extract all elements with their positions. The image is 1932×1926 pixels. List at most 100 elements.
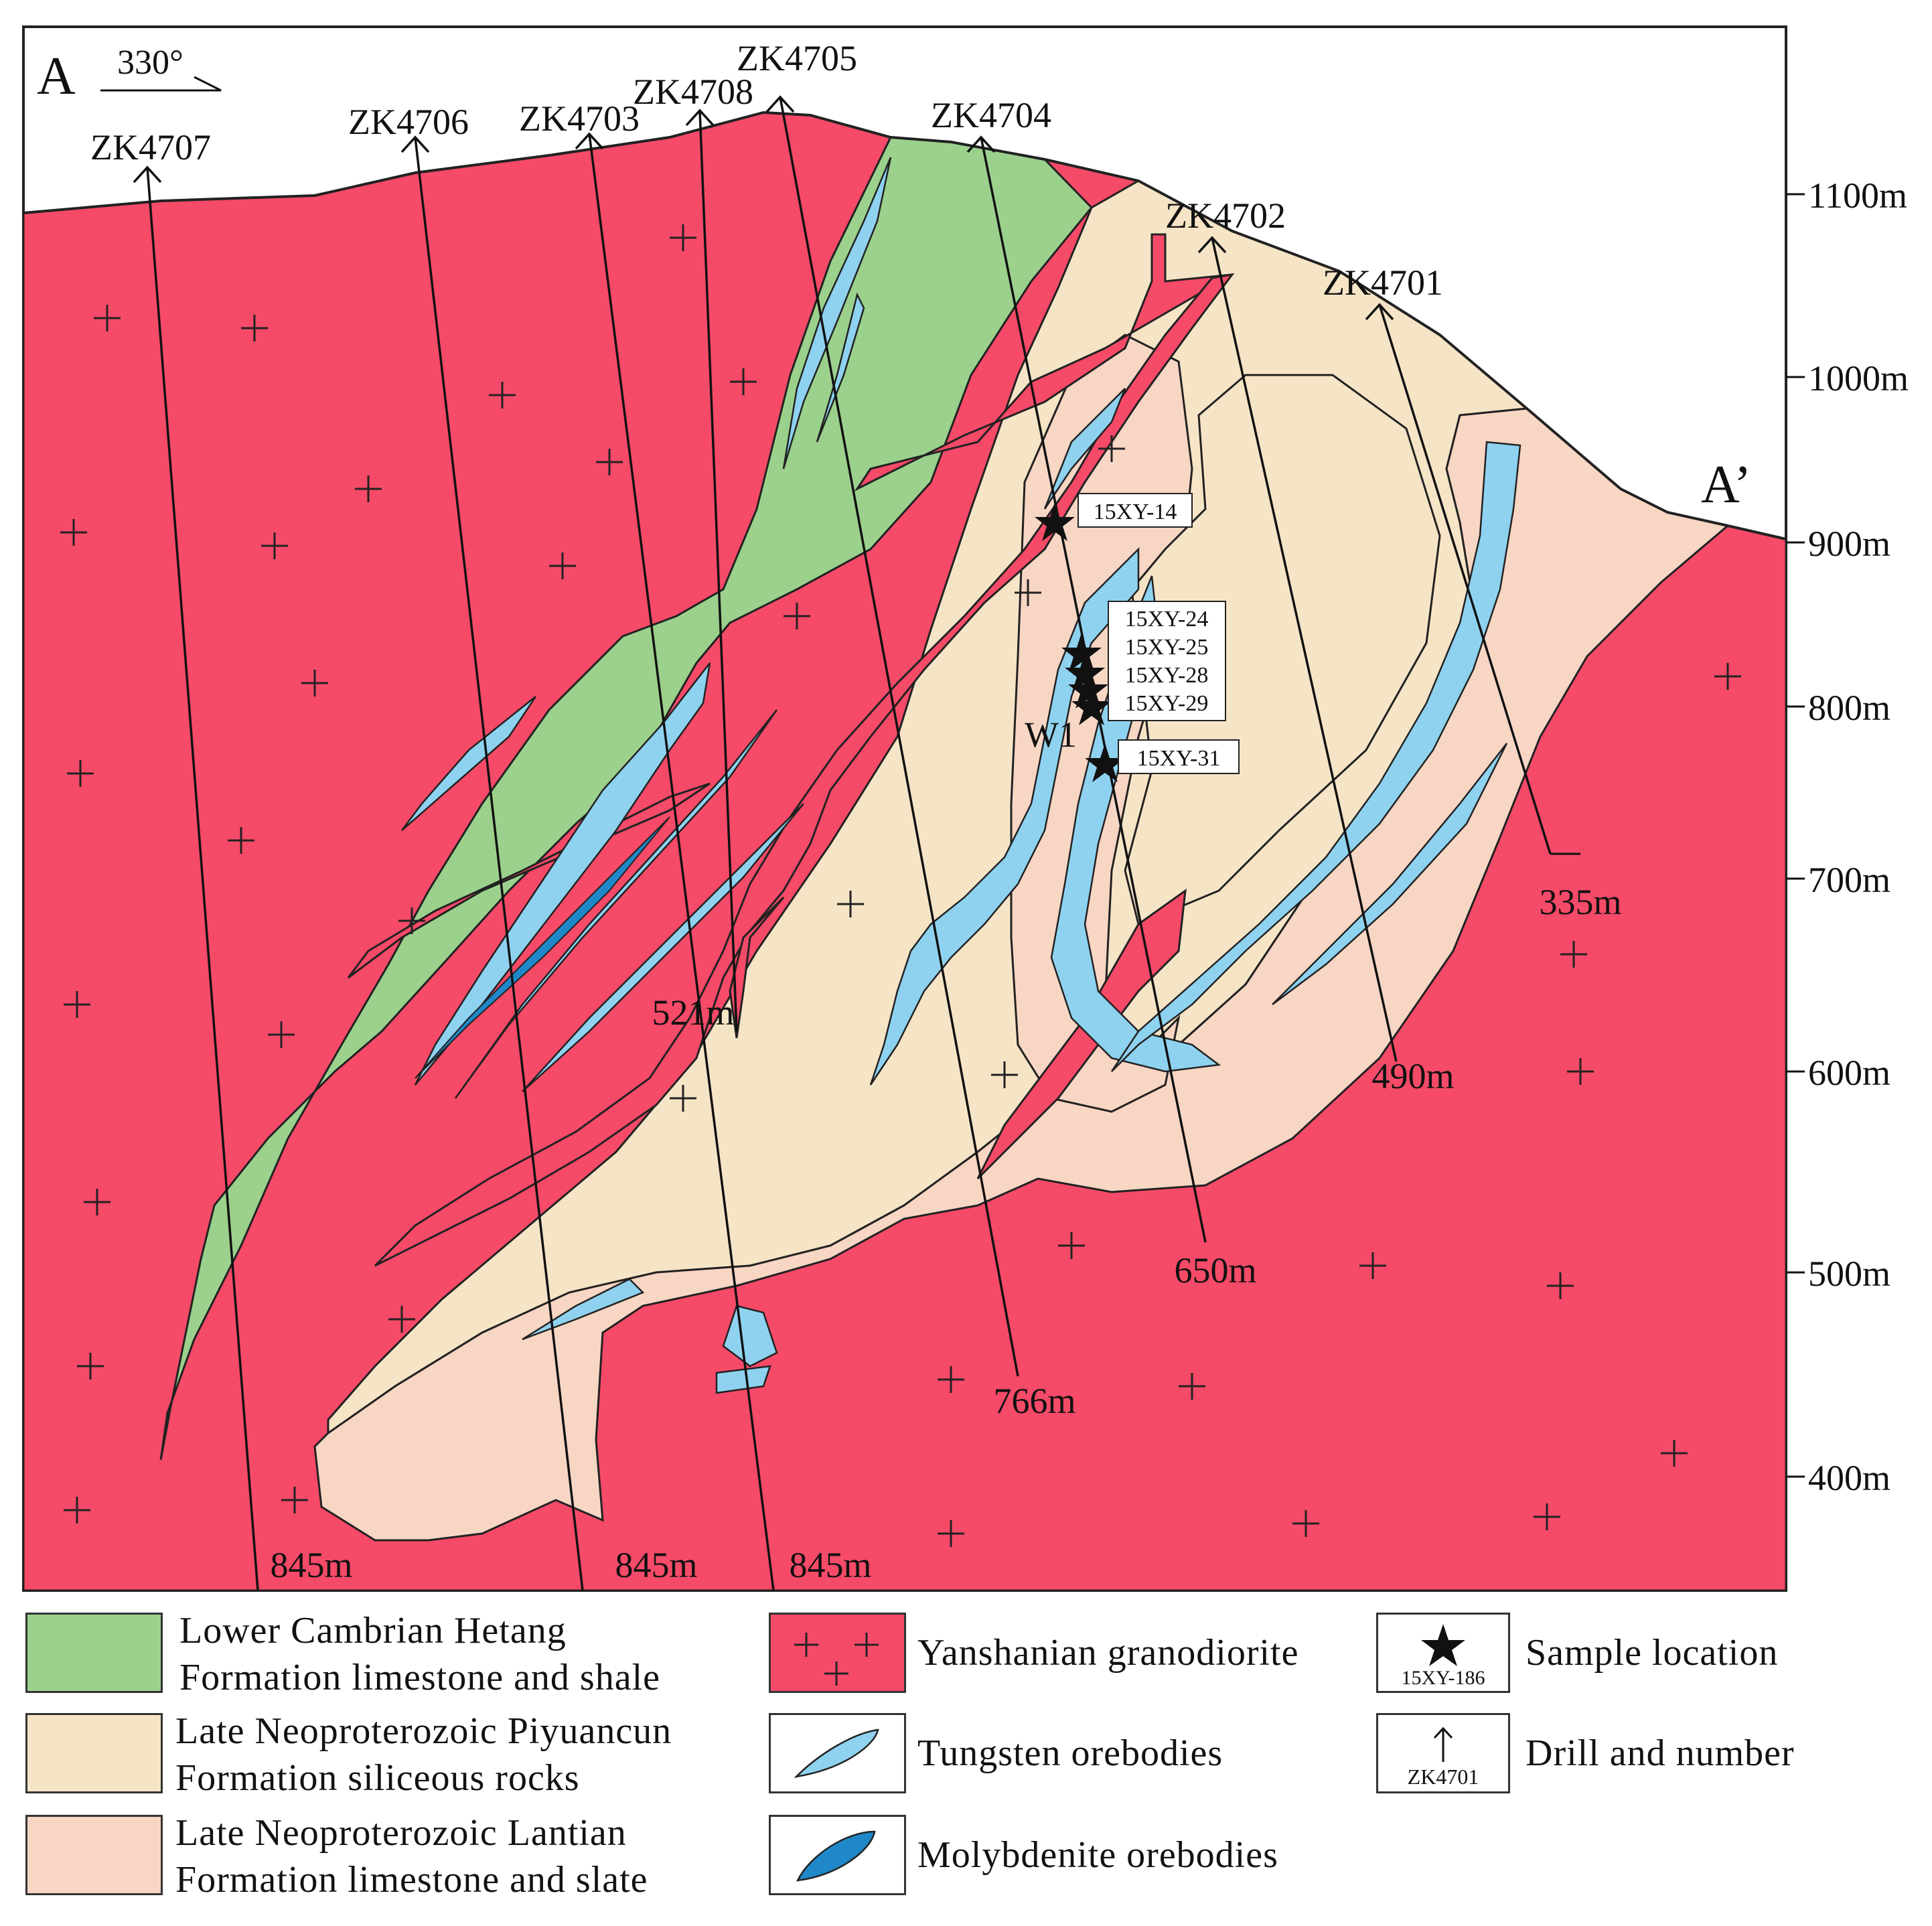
legend-label-molybdenite: Molybdenite orebodies <box>917 1834 1278 1876</box>
legend-swatch-granodiorite <box>769 1613 906 1693</box>
sample-star <box>1068 670 1108 709</box>
tungsten-orebody <box>414 662 711 1086</box>
elevation-label: 1000m <box>1808 358 1909 398</box>
sample-label-box <box>1118 739 1240 774</box>
cross-symbol <box>938 1520 964 1547</box>
drill-label-zk4707: ZK4707 <box>90 127 211 167</box>
cross-symbol <box>1567 1058 1594 1085</box>
elevation-label: 1100m <box>1808 175 1907 216</box>
cross-symbol <box>268 1021 295 1048</box>
cross-symbol <box>1058 1232 1085 1259</box>
granodiorite-dyke <box>374 273 1235 1267</box>
cross-symbol <box>730 368 757 395</box>
drill-hole-zk4703 <box>575 132 775 1591</box>
sample-label-15xy-25: 15XY-25 <box>1125 635 1209 660</box>
cross-symbol <box>1179 1373 1205 1400</box>
sample-label-15xy-31: 15XY-31 <box>1137 746 1221 771</box>
legend-label-lantian-2: Formation limestone and slate <box>175 1859 648 1901</box>
cross-symbol <box>938 1366 964 1393</box>
legend-label-hetang-2: Formation limestone and shale <box>179 1657 660 1698</box>
legend-drill-example: ZK4701 <box>1407 1765 1479 1789</box>
hetang-unit <box>159 136 1094 1461</box>
legend-swatch-molybdenite <box>769 1815 906 1895</box>
molybdenite-orebody <box>415 816 670 1079</box>
cross-symbol <box>64 1497 90 1524</box>
tungsten-orebody <box>454 709 778 1099</box>
drill-hole-zk4706 <box>400 135 584 1591</box>
cross-symbol <box>1534 1503 1560 1530</box>
sample-label-15xy-29: 15XY-29 <box>1125 691 1209 716</box>
legend-sample-example: 15XY-186 <box>1401 1667 1485 1689</box>
legend-label-piyuancun-2: Formation siliceous rocks <box>175 1757 580 1799</box>
drill-label-zk4708: ZK4708 <box>633 72 753 112</box>
drill-depth-zk4703: 845m <box>789 1545 871 1585</box>
granodiorite-dyke <box>976 888 1187 1180</box>
legend-swatch-lantian <box>25 1815 163 1895</box>
cross-symbol <box>489 382 516 409</box>
cross-symbol <box>670 1085 696 1112</box>
cross-symbol <box>549 552 576 579</box>
section-end-label: A’ <box>1701 455 1752 514</box>
drill-depth-zk4704: 650m <box>1174 1250 1256 1290</box>
tungsten-orebody <box>1043 388 1126 510</box>
sample-star <box>1065 653 1105 692</box>
tungsten-orebody <box>401 696 537 831</box>
sample-label-15xy-14: 15XY-14 <box>1094 500 1177 524</box>
legend-label-drill: Drill and number <box>1526 1732 1795 1774</box>
drill-hole-zk4701 <box>1365 303 1552 855</box>
cross-symbol <box>1292 1510 1319 1537</box>
cross-symbol <box>398 907 425 934</box>
tungsten-orebody-icon <box>794 1728 879 1778</box>
legend-label-granodiorite: Yanshanian granodiorite <box>917 1632 1299 1674</box>
elevation-label: 500m <box>1808 1254 1890 1294</box>
drill-depth-zk4708: 521m <box>652 992 734 1033</box>
sample-labels: 15XY-14 15XY-24 15XY-25 15XY-28 15XY-29 … <box>1078 493 1240 774</box>
cross-symbol <box>64 991 90 1018</box>
drill-label-zk4702: ZK4702 <box>1165 196 1286 236</box>
tungsten-orebodies <box>401 157 1521 1394</box>
cross-symbol <box>670 224 696 251</box>
piyuancun-core <box>1124 374 1441 926</box>
tungsten-orebody <box>722 1305 778 1367</box>
tungsten-orebody <box>782 157 892 469</box>
tungsten-orebody <box>816 292 865 443</box>
drill-depth-zk4707: 845m <box>270 1545 352 1585</box>
drill-arrow-icon <box>1433 1726 1453 1762</box>
elevation-label: 800m <box>1808 688 1890 728</box>
cross-symbol <box>301 670 328 696</box>
sample-markers <box>1035 502 1125 782</box>
drill-label-zk4706: ZK4706 <box>348 102 469 142</box>
cross-symbol <box>1661 1440 1688 1467</box>
cross-symbol <box>241 315 268 342</box>
cross-symbol <box>1359 1252 1386 1279</box>
elevation-axis <box>1786 193 1805 1478</box>
legend-label-piyuancun-1: Late Neoproterozoic Piyuancun <box>175 1710 672 1752</box>
cross-symbol <box>60 519 87 546</box>
drill-depth-zk4706: 845m <box>615 1545 697 1585</box>
drill-label-zk4701: ZK4701 <box>1323 263 1443 303</box>
sample-label-box <box>1108 601 1226 721</box>
cross-symbol <box>784 603 810 629</box>
tungsten-orebody <box>1272 743 1508 1005</box>
cross-symbol <box>94 305 121 331</box>
elevation-label: 400m <box>1808 1458 1890 1498</box>
elevation-label: 900m <box>1808 524 1890 564</box>
cross-symbol <box>228 827 254 854</box>
cross-symbol <box>261 532 288 559</box>
drill-depth-zk4705: 766m <box>993 1381 1075 1421</box>
sample-star <box>1035 502 1075 541</box>
drill-hole-zk4708 <box>685 108 738 1032</box>
legend-swatch-hetang <box>25 1613 163 1693</box>
drill-depth-zk4701: 335m <box>1539 882 1621 922</box>
section-start-label: A <box>37 47 76 106</box>
cross-symbol <box>77 1353 104 1380</box>
cross-symbol <box>1015 579 1041 606</box>
sample-star <box>1061 633 1102 672</box>
cross-symbol <box>84 1189 110 1215</box>
sample-star <box>1085 743 1125 782</box>
section-orientation: 330° <box>117 44 183 82</box>
drill-hole-zk4705 <box>765 95 1019 1377</box>
cross-symbol <box>991 1061 1018 1088</box>
legend: Lower Cambrian Hetang Formation limeston… <box>0 1601 1932 1926</box>
tungsten-orebody <box>1110 441 1521 1072</box>
